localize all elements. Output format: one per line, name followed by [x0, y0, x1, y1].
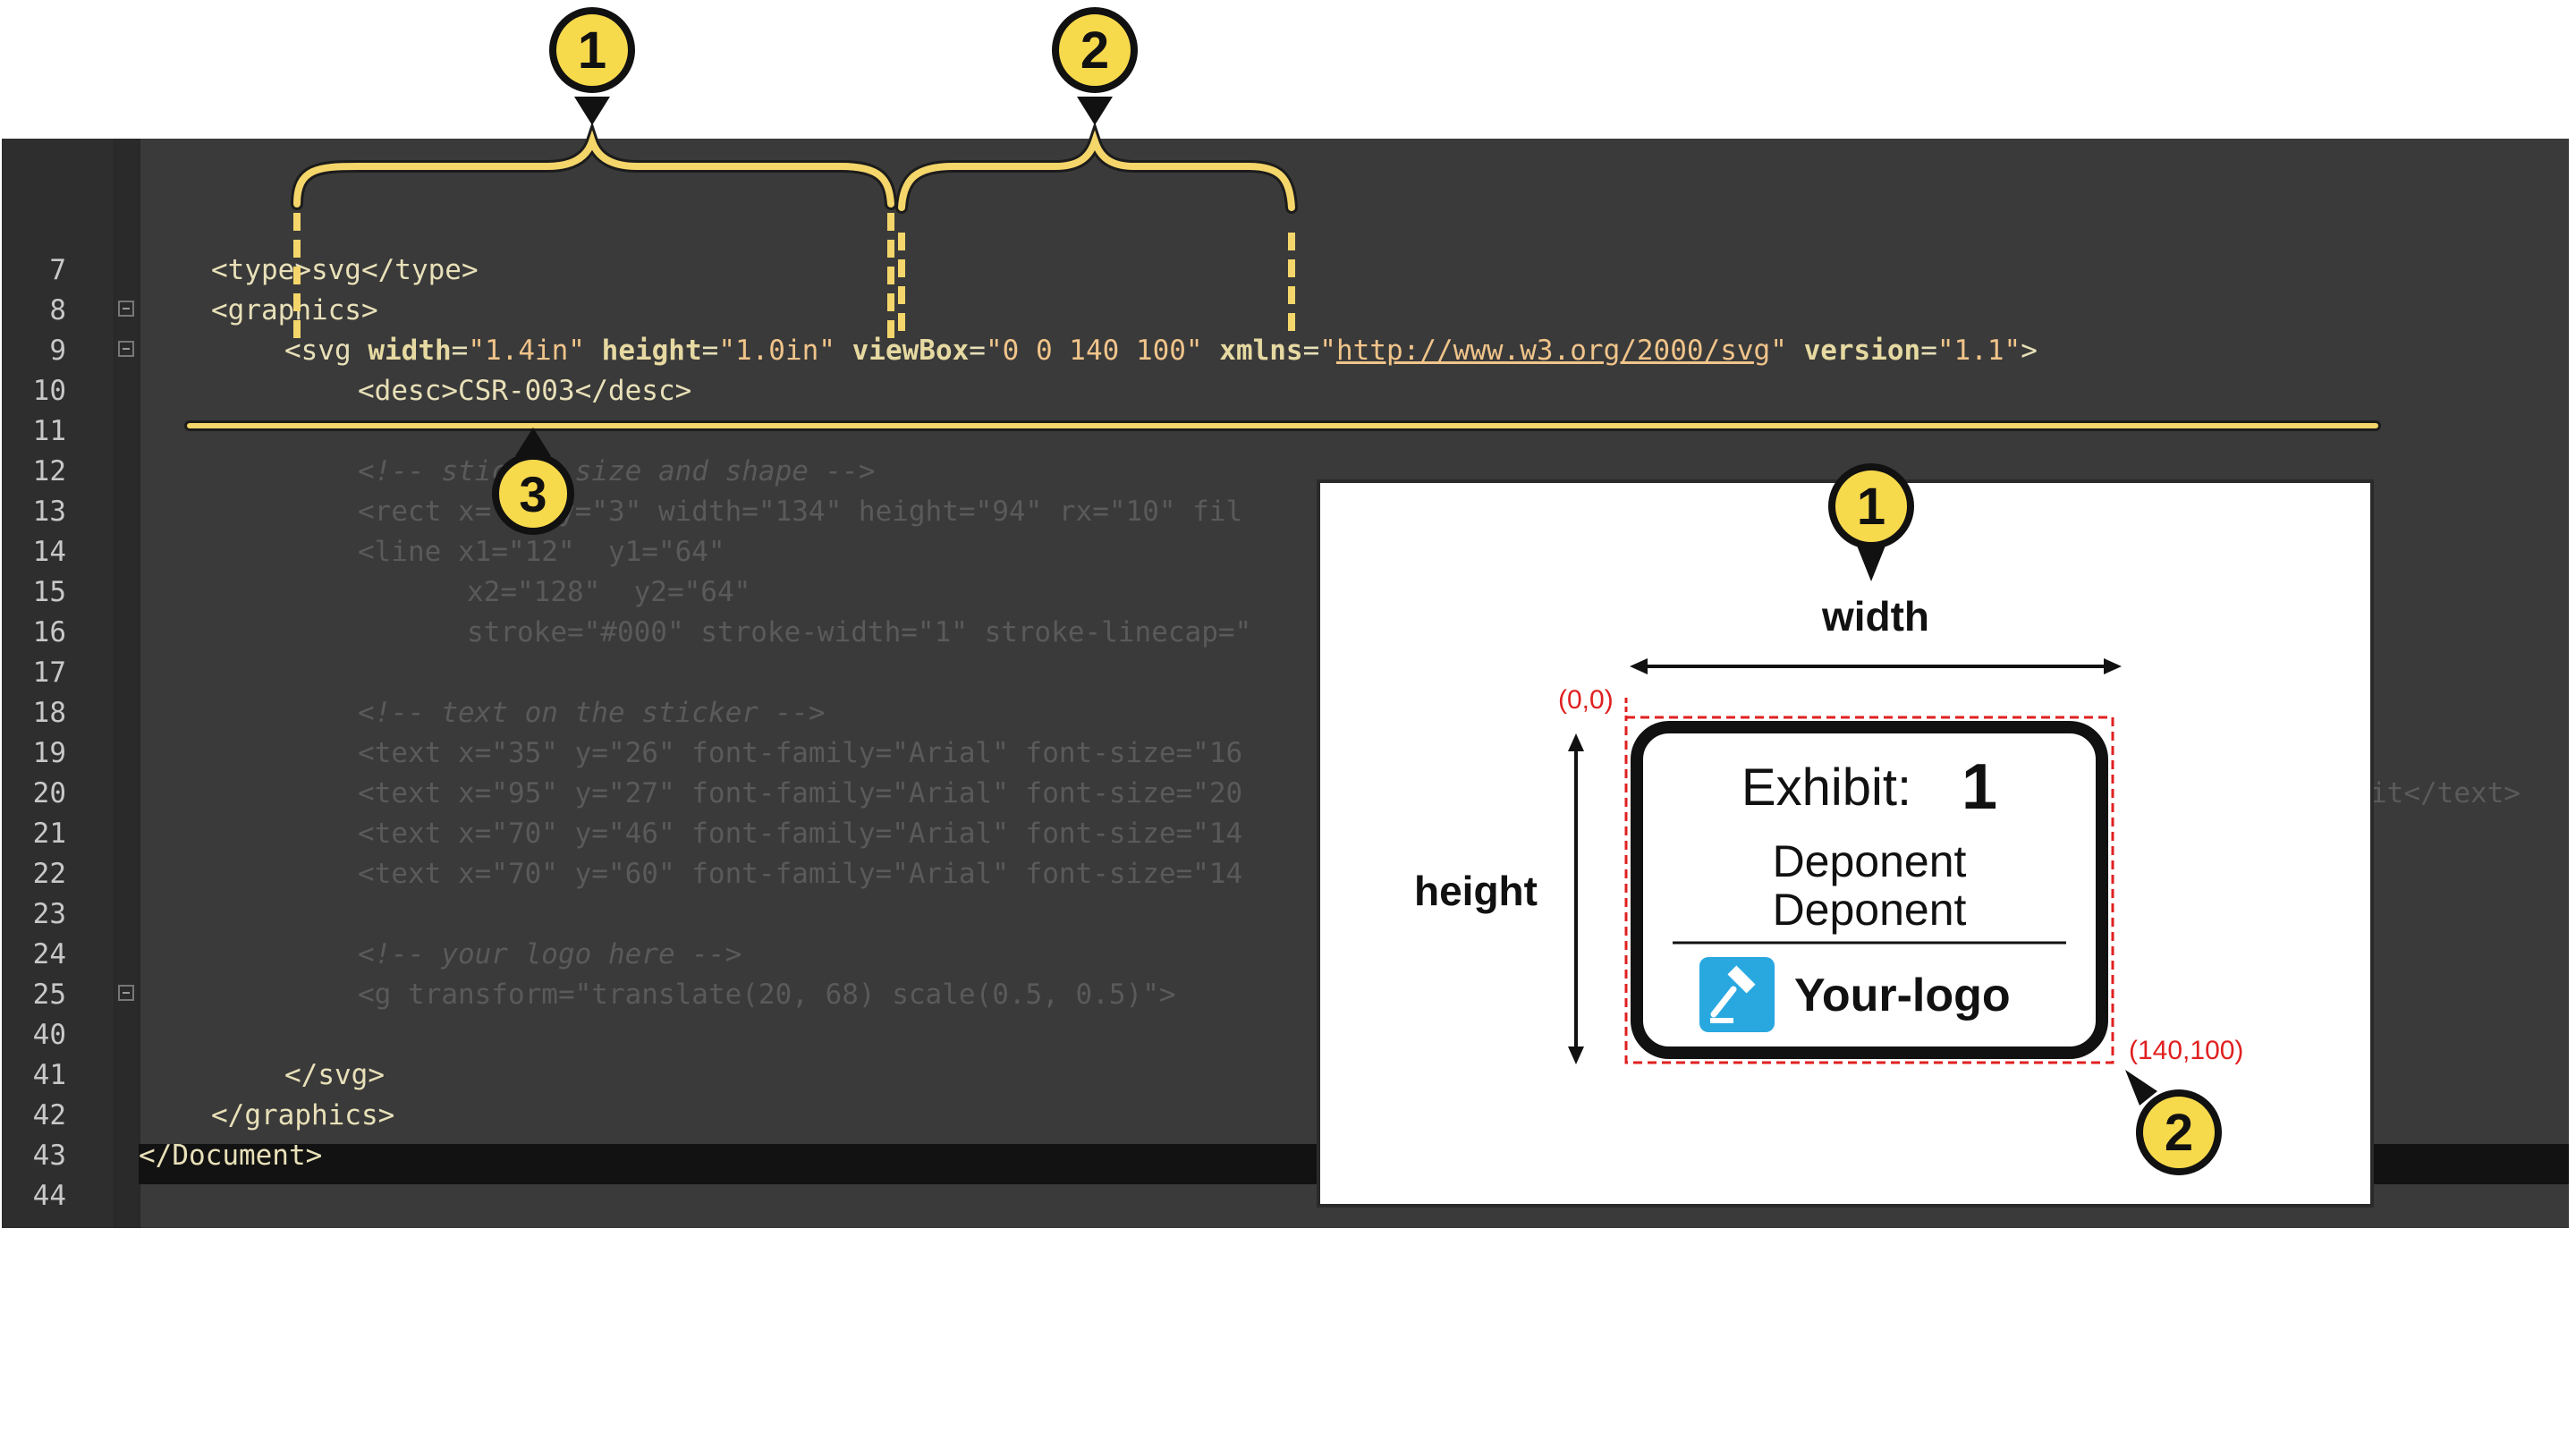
viewbox-bounds: [1624, 716, 2114, 1064]
deponent-line-2: Deponent: [1773, 885, 1967, 935]
code-tag: <svg: [284, 335, 352, 367]
callout-1-pin: 1: [549, 7, 635, 125]
line-number: 8: [49, 294, 66, 326]
line-number: 14: [32, 536, 66, 568]
code-line-10: <desc>CSR-003</desc>: [358, 371, 691, 411]
line-number: 15: [32, 576, 66, 608]
code-line-16: stroke="#000" stroke-width="1" stroke-li…: [467, 616, 1252, 648]
gavel-icon: [1699, 957, 1775, 1032]
code-line-8: <graphics>: [211, 291, 378, 331]
line-number: 24: [32, 938, 66, 970]
attr-width: width: [368, 335, 452, 367]
fold-toggle[interactable]: [118, 301, 134, 317]
line-number: 7: [49, 254, 66, 286]
line-number: 43: [32, 1140, 66, 1172]
line-number: 21: [32, 818, 66, 850]
value-height: "1.0in": [718, 335, 835, 367]
deponent-line-1: Deponent: [1773, 836, 1967, 886]
value-width: "1.4in": [468, 335, 585, 367]
code-line-14: <line x1="12" y1="64": [358, 536, 725, 568]
callout-2-pin: 2: [1052, 7, 1138, 125]
height-label: height: [1414, 868, 1538, 914]
code-line-43: </Document>: [139, 1140, 323, 1172]
code-line-18: <!-- text on the sticker -->: [358, 697, 826, 729]
line-number: 23: [32, 898, 66, 930]
attr-version: version: [1803, 335, 1921, 367]
line-number: 40: [32, 1019, 66, 1051]
line-number: 10: [32, 375, 66, 407]
code-line-42: </graphics>: [211, 1099, 395, 1131]
code-line-24: <!-- your logo here -->: [358, 938, 742, 970]
code-line-9: <svg width="1.4in" height="1.0in" viewBo…: [284, 335, 2038, 367]
fold-toggle[interactable]: [118, 341, 134, 357]
callout-2-label: 2: [1080, 21, 1109, 80]
line-number: 16: [32, 616, 66, 648]
code-tag: <graphics>: [211, 294, 378, 326]
xmlns-link[interactable]: http://www.w3.org/2000/svg: [1335, 335, 1771, 367]
callout-1-label: 1: [578, 21, 606, 80]
line-number: 18: [32, 697, 66, 729]
code-line-15: x2="128" y2="64": [467, 576, 751, 608]
corner-label: (140,100): [2129, 1036, 2243, 1065]
line-number: 11: [32, 415, 66, 447]
origin-label: (0,0): [1558, 685, 1614, 715]
svg-preview-panel: width height (0,0) (140,100) Exhibit: 1 …: [1317, 479, 2374, 1208]
code-tag: <type>: [211, 254, 311, 286]
line-number: 17: [32, 657, 66, 689]
code-line-20: <text x="95" y="27" font-family="Arial" …: [358, 777, 1243, 809]
line-number: 13: [32, 496, 66, 528]
code-tag: <desc>: [358, 375, 458, 407]
value-viewbox: "0 0 140 100": [985, 335, 1203, 367]
code-line-25: <g transform="translate(20, 68) scale(0.…: [358, 979, 1176, 1011]
code-line-7: <type>svg</type>: [211, 250, 479, 291]
code-line-12: <!-- sticker size and shape -->: [358, 455, 876, 487]
line-number-gutter: [2, 139, 114, 1228]
line-number: 41: [32, 1059, 66, 1091]
line-number: 19: [32, 737, 66, 769]
line-number: 22: [32, 858, 66, 890]
sticker-diagram: width height (0,0) (140,100) Exhibit: 1 …: [1414, 593, 2243, 1065]
exhibit-label: Exhibit:: [1741, 758, 1911, 817]
code-tag: </type>: [360, 254, 479, 286]
code-tag: </desc>: [574, 375, 692, 407]
fold-toggle[interactable]: [118, 985, 134, 1001]
line-number: 44: [32, 1180, 66, 1212]
width-label: width: [1821, 593, 1929, 640]
line-number: 20: [32, 777, 66, 809]
code-line-21: <text x="70" y="46" font-family="Arial" …: [358, 818, 1243, 850]
line-number: 25: [32, 979, 66, 1011]
code-line-22: <text x="70" y="60" font-family="Arial" …: [358, 858, 1243, 890]
logo-text: Your-logo: [1794, 970, 2011, 1021]
fold-column: [114, 139, 140, 1228]
exhibit-number: 1: [1962, 751, 1997, 823]
code-line-41: </svg>: [284, 1059, 385, 1091]
desc-value: CSR-003: [457, 375, 575, 407]
line-number: 42: [32, 1099, 66, 1131]
line-number: 12: [32, 455, 66, 487]
code-text: svg: [310, 254, 361, 286]
line-number: 9: [49, 335, 66, 367]
code-line-19: <text x="35" y="26" font-family="Arial" …: [358, 737, 1243, 769]
attr-viewbox: viewBox: [852, 335, 970, 367]
attr-xmlns: xmlns: [1219, 335, 1303, 367]
code-line-13: <rect x="3" y="3" width="134" height="94…: [358, 496, 1243, 528]
code-tag-end: >: [2021, 335, 2038, 367]
code-line-20-tail: it</text>: [2370, 777, 2521, 809]
value-version: "1.1": [1936, 335, 2021, 367]
attr-height: height: [601, 335, 702, 367]
